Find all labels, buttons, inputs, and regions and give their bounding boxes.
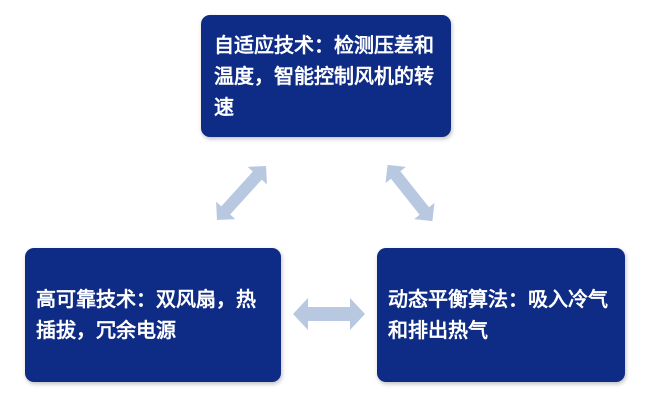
double-arrow-top-left-shape: [216, 165, 267, 221]
double-arrow-horizontal-shape: [293, 298, 365, 330]
high-reliability-box: 高可靠技术：双风扇，热插拔，冗余电源: [25, 248, 281, 382]
high-reliability-text: 高可靠技术：双风扇，热插拔，冗余电源: [36, 287, 256, 342]
double-arrow-top-left-group: [216, 165, 267, 221]
adaptive-tech-text: 自适应技术：检测压差和温度，智能控制风机的转速: [214, 32, 434, 119]
double-arrow-horizontal-group: [293, 298, 365, 330]
double-arrow-top-right-shape: [385, 164, 435, 222]
double-arrow-top-right-group: [385, 164, 435, 222]
dynamic-balance-box: 动态平衡算法：吸入冷气和排出热气: [377, 248, 625, 382]
dynamic-balance-text: 动态平衡算法：吸入冷气和排出热气: [388, 287, 608, 342]
adaptive-tech-box: 自适应技术：检测压差和温度，智能控制风机的转速: [201, 15, 451, 137]
